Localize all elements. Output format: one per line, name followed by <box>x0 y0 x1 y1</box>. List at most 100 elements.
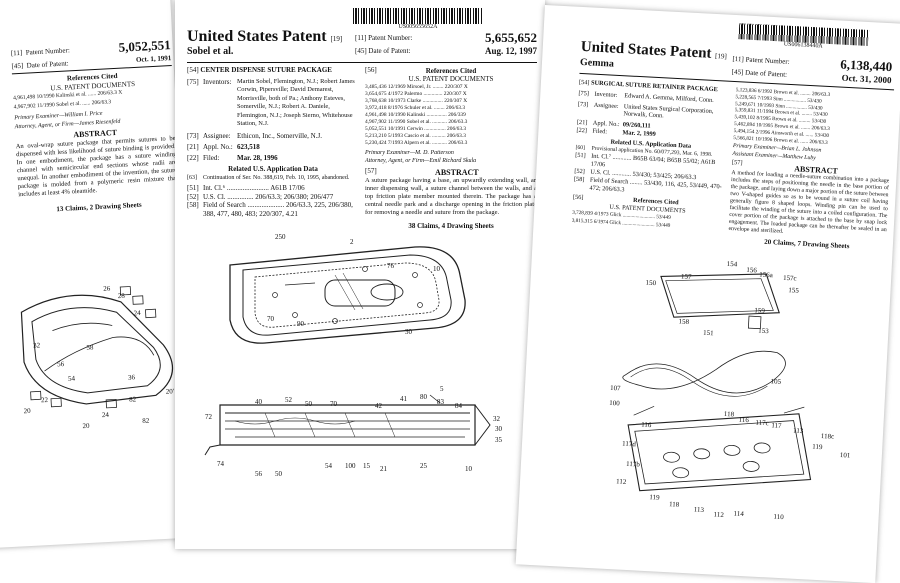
abstract-heading: ABSTRACT <box>435 167 479 177</box>
patent-number: 6,138,440 <box>839 56 893 75</box>
patent-sheet-middle: US005655652A United States Patent [19] S… <box>175 0 545 549</box>
figure-label: 58 <box>86 343 94 352</box>
ref-row: 4,967,902 11/1990 Sobel et al. .........… <box>365 118 468 125</box>
figure-label: 20 <box>23 406 31 416</box>
mid-number-block: [11] Patent Number: 5,655,652 [45] Date … <box>355 30 537 56</box>
figure-label: 84 <box>455 402 462 410</box>
figure-label: 82 <box>128 395 137 404</box>
figure-label: 116 <box>640 420 652 430</box>
figure-label: 83 <box>437 398 444 406</box>
figure-label: 117d <box>621 439 637 449</box>
figure-label: 156a <box>758 270 773 280</box>
figure-label: 150 <box>645 278 657 288</box>
claims-line: 38 Claims, 4 Drawing Sheets <box>408 222 494 230</box>
ref-row: 4,961,498 10/1990 Kalinski .............… <box>365 111 466 118</box>
figure-label: 74 <box>217 460 224 468</box>
figure-label: 40 <box>255 398 262 406</box>
figure-label: 36 <box>127 373 136 382</box>
refs-list: 5,123,836 6/1992 Brown et al. ........ 2… <box>733 87 894 150</box>
patent-sheet-right: US006138440A United States Patent [19] G… <box>515 5 900 583</box>
header-rule <box>187 62 537 63</box>
filed-date: Mar. 28, 1996 <box>237 153 278 162</box>
abstract-text: A method for loading a needle-suture com… <box>728 169 890 235</box>
figure-label: 30 <box>495 425 502 433</box>
figure-label: 70 <box>330 400 337 408</box>
right-right-column: 5,123,836 6/1992 Brown et al. ........ 2… <box>728 87 894 253</box>
figure-label: 100 <box>345 462 356 470</box>
figure-label: 76 <box>387 262 394 270</box>
figure-label: 22 <box>40 395 49 405</box>
figure-label: 10 <box>433 265 440 273</box>
figure-label: 24 <box>133 308 141 318</box>
barcode-bars <box>353 8 483 24</box>
right-number-block: [11] Patent Number: 6,138,440 [45] Date … <box>731 54 893 85</box>
patent-sheet-left: [11] Patent Number: 5,052,551 [45] Date … <box>0 0 199 549</box>
figure-label: 158 <box>678 317 690 326</box>
figure-label: 250 <box>275 233 286 241</box>
refs-list: 3,485,436 12/1969 Mirsoel, Jr. ........ … <box>365 84 537 147</box>
figure-label: 118 <box>668 500 680 509</box>
figure-label: 117 <box>771 421 782 430</box>
figure-label: 110 <box>773 512 784 522</box>
figure-label: 25 <box>420 462 427 470</box>
figure-label: 72 <box>205 413 212 421</box>
ref-row: 5,230,424 7/1993 Alpern et al. .........… <box>365 139 468 146</box>
ref-row: 3,654,675 4/1972 Palermo .............. … <box>365 90 467 97</box>
refs-sub: U.S. PATENT DOCUMENTS <box>408 75 494 83</box>
figure-label: 2 <box>350 238 354 246</box>
figure-label: 113 <box>792 426 804 436</box>
figure-label: 56 <box>255 470 262 478</box>
mid-right-column: [56] References Cited U.S. PATENT DOCUME… <box>365 66 537 230</box>
assignee: Ethicon, Inc., Somerville, N.J. <box>237 131 322 140</box>
date-label: Date of Patent: <box>368 46 411 55</box>
figure-label: 15 <box>363 462 370 470</box>
figure-label: 157c <box>782 273 797 283</box>
figure-label: 107 <box>609 383 621 393</box>
examiner: Primary Examiner—M. D. Patterson <box>365 149 454 156</box>
figure-label: 26 <box>103 284 111 293</box>
figure-label: 117b <box>625 459 641 469</box>
figure-label: 20' <box>165 387 175 396</box>
ref-row: 3,972,418 8/1976 Schuler et al. ........… <box>365 104 466 111</box>
ref-row: 5,213,210 5/1993 Cascio et al. .........… <box>365 132 466 139</box>
figure-label: 154 <box>726 259 738 269</box>
figure-label: 105 <box>770 377 782 386</box>
inventor-line: Sobel et al. <box>187 46 234 57</box>
figure-label: 119 <box>812 442 823 452</box>
figure-label: 24 <box>101 410 110 420</box>
figure-label: 5 <box>440 385 444 393</box>
figure-label: 155 <box>788 286 800 295</box>
figure-label: 159 <box>754 306 765 315</box>
attorney: Attorney, Agent, or Firm—Emil Richard Sk… <box>365 158 477 164</box>
abstract-text: An oval-wrap suture package that permits… <box>15 134 178 198</box>
patent-number: 5,655,652 <box>485 30 537 45</box>
figure-label: 35 <box>495 436 502 444</box>
patent-number-label: Patent Number: <box>368 34 413 42</box>
right-figure-drawing <box>622 273 812 492</box>
date-label: Date of Patent: <box>26 58 69 70</box>
figure-label: 157 <box>680 272 692 282</box>
related-heading: Related U.S. Application Data <box>228 165 318 173</box>
date-label: Date of Patent: <box>744 68 788 79</box>
figure-label: 118 <box>723 409 735 419</box>
mid-left-column: [54] CENTER DISPENSE SUTURE PACKAGE [75]… <box>187 66 359 218</box>
ref-row: 5,052,551 10/1991 Cerwin ...............… <box>365 125 467 132</box>
left-header: [11] Patent Number: 5,052,551 [45] Date … <box>11 37 179 215</box>
patent-number: 5,052,551 <box>118 37 172 55</box>
figure-label: 42 <box>375 402 382 410</box>
continuation: Continuation of Ser. No. 388,619, Feb. 1… <box>203 174 350 181</box>
figure-label: 117c <box>755 418 769 428</box>
assignee: United States Surgical Corporation, Norw… <box>623 102 714 120</box>
figure-label: 32 <box>32 341 41 350</box>
figure-label: 50 <box>305 400 312 408</box>
figure-label: 80 <box>420 393 427 401</box>
barcode: US005655652A <box>353 8 483 30</box>
figure-label: 151 <box>702 328 714 338</box>
us-cl: U.S. Cl. ............... 206/63.3; 206/3… <box>203 192 334 201</box>
figure-label: 90 <box>297 320 304 328</box>
figure-label: 54 <box>325 462 332 470</box>
barcode-number: US005655652A <box>398 24 438 30</box>
left-figure-drawing <box>20 286 174 409</box>
refs-head: References Cited <box>425 66 477 75</box>
figure-label: 153 <box>758 326 769 336</box>
